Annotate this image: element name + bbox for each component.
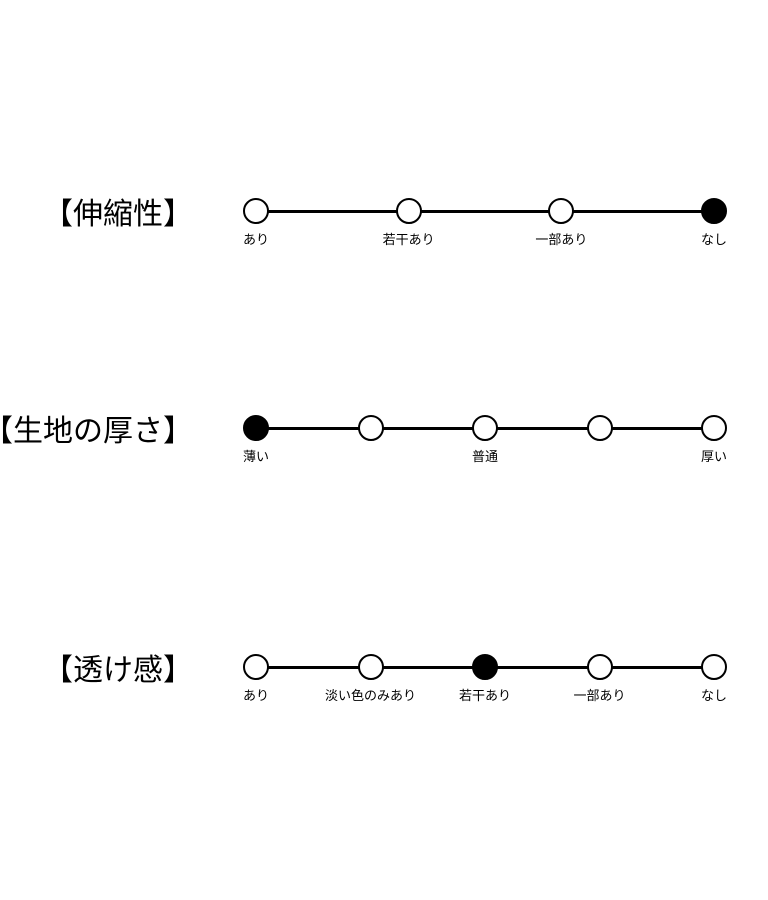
scale-dot	[395, 198, 422, 224]
scale-title: 【透け感】	[43, 653, 193, 688]
scale-label: 薄い	[242, 450, 270, 465]
scale-label: 普通	[471, 450, 499, 465]
scale-dot	[357, 415, 384, 441]
scale-title: 【生地の厚さ】	[0, 414, 193, 449]
scale-line	[256, 210, 714, 213]
scale-dot	[357, 654, 384, 680]
scale-dot-selected	[701, 198, 727, 224]
scale-label: なし	[700, 233, 728, 248]
scale-label: 若干あり	[458, 689, 512, 704]
scale-label: なし	[700, 689, 728, 704]
scale-label: 厚い	[700, 450, 728, 465]
scale-dot	[586, 415, 613, 441]
scale-title: 【伸縮性】	[43, 197, 193, 232]
scale-label: 一部あり	[535, 233, 588, 248]
scale-dot	[243, 198, 269, 224]
scale-dot	[548, 198, 575, 224]
scale-dot	[701, 415, 727, 441]
scale-label: 一部あり	[573, 689, 626, 704]
scale-label: 淡い色のみあり	[324, 689, 417, 704]
scale-dot-selected	[243, 415, 269, 441]
scale-label: 若干あり	[382, 233, 435, 248]
scale-dot	[243, 654, 269, 680]
scale-label: あり	[242, 233, 270, 248]
scale-label: あり	[242, 689, 270, 704]
scale-dot	[586, 654, 613, 680]
scale-dot	[701, 654, 727, 680]
scale-dot	[472, 415, 498, 441]
scale-dot-selected	[472, 654, 498, 680]
